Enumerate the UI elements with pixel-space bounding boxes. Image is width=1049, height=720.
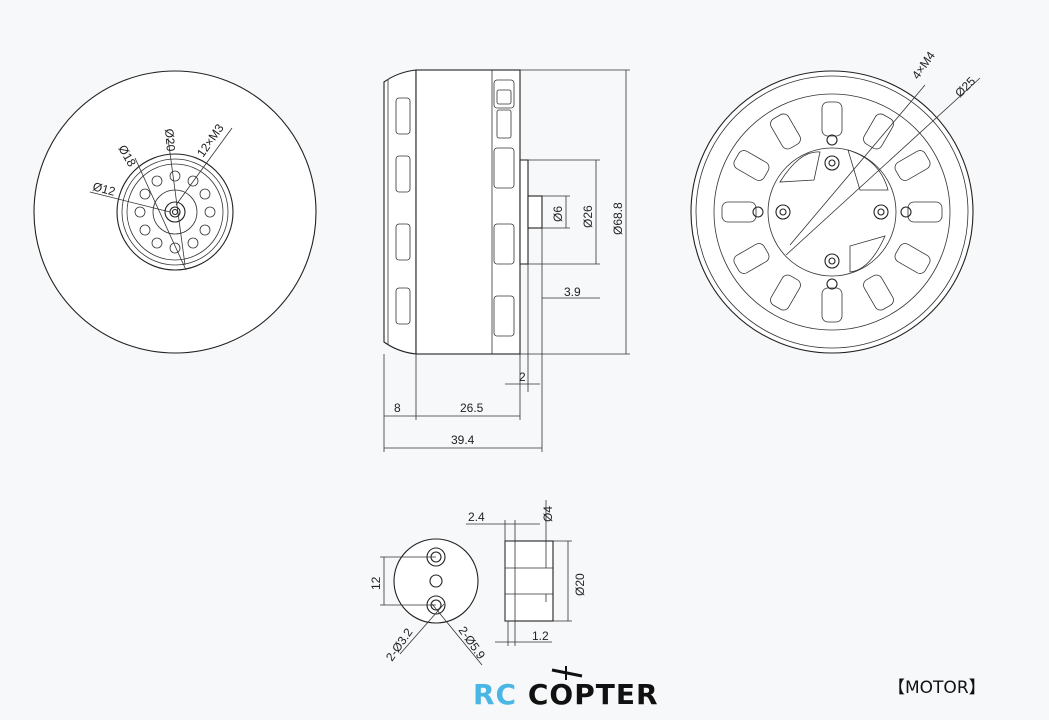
page-title: 【MOTOR】 (888, 678, 986, 698)
dim-d12: Ø12 (91, 179, 117, 198)
dim-d25: Ø25 (952, 74, 978, 100)
dim-3-9: 3.9 (564, 285, 581, 299)
dim-d26: Ø26 (581, 205, 595, 228)
dim-2-4: 2.4 (468, 510, 485, 524)
top-view: 4×M4 Ø25 (690, 49, 981, 354)
dim-26-5: 26.5 (460, 401, 484, 415)
dim-d68: Ø68.8 (611, 202, 625, 235)
dim-d20: Ø20 (162, 128, 178, 152)
dim-d6: Ø6 (551, 206, 565, 222)
side-view: Ø6 Ø26 Ø68.8 3.9 2 8 26.5 39.4 (383, 69, 630, 452)
helicopter-icon (551, 666, 583, 680)
dim-2-d5-9: 2-Ø5.9 (456, 624, 489, 662)
dim-4m4: 4×M4 (909, 49, 938, 82)
dim-1-2: 1.2 (532, 629, 549, 643)
dim-d4: Ø4 (541, 506, 555, 522)
dim-2: 2 (519, 370, 526, 384)
dim-12: 12 (369, 576, 383, 590)
brand-rc: RC (473, 678, 518, 711)
dim-d20-b: Ø20 (573, 573, 587, 596)
brand-copter: COPTER (527, 678, 659, 711)
dim-39-4: 39.4 (451, 433, 475, 447)
dim-2-d3-2: 2-Ø3.2 (383, 625, 416, 663)
adapter-views: 12 2-Ø3.2 2-Ø5.9 2.4 Ø4 Ø20 1.2 (369, 500, 587, 666)
front-view: Ø18 Ø20 12×M3 Ø12 (33, 70, 317, 354)
dim-8: 8 (394, 401, 401, 415)
